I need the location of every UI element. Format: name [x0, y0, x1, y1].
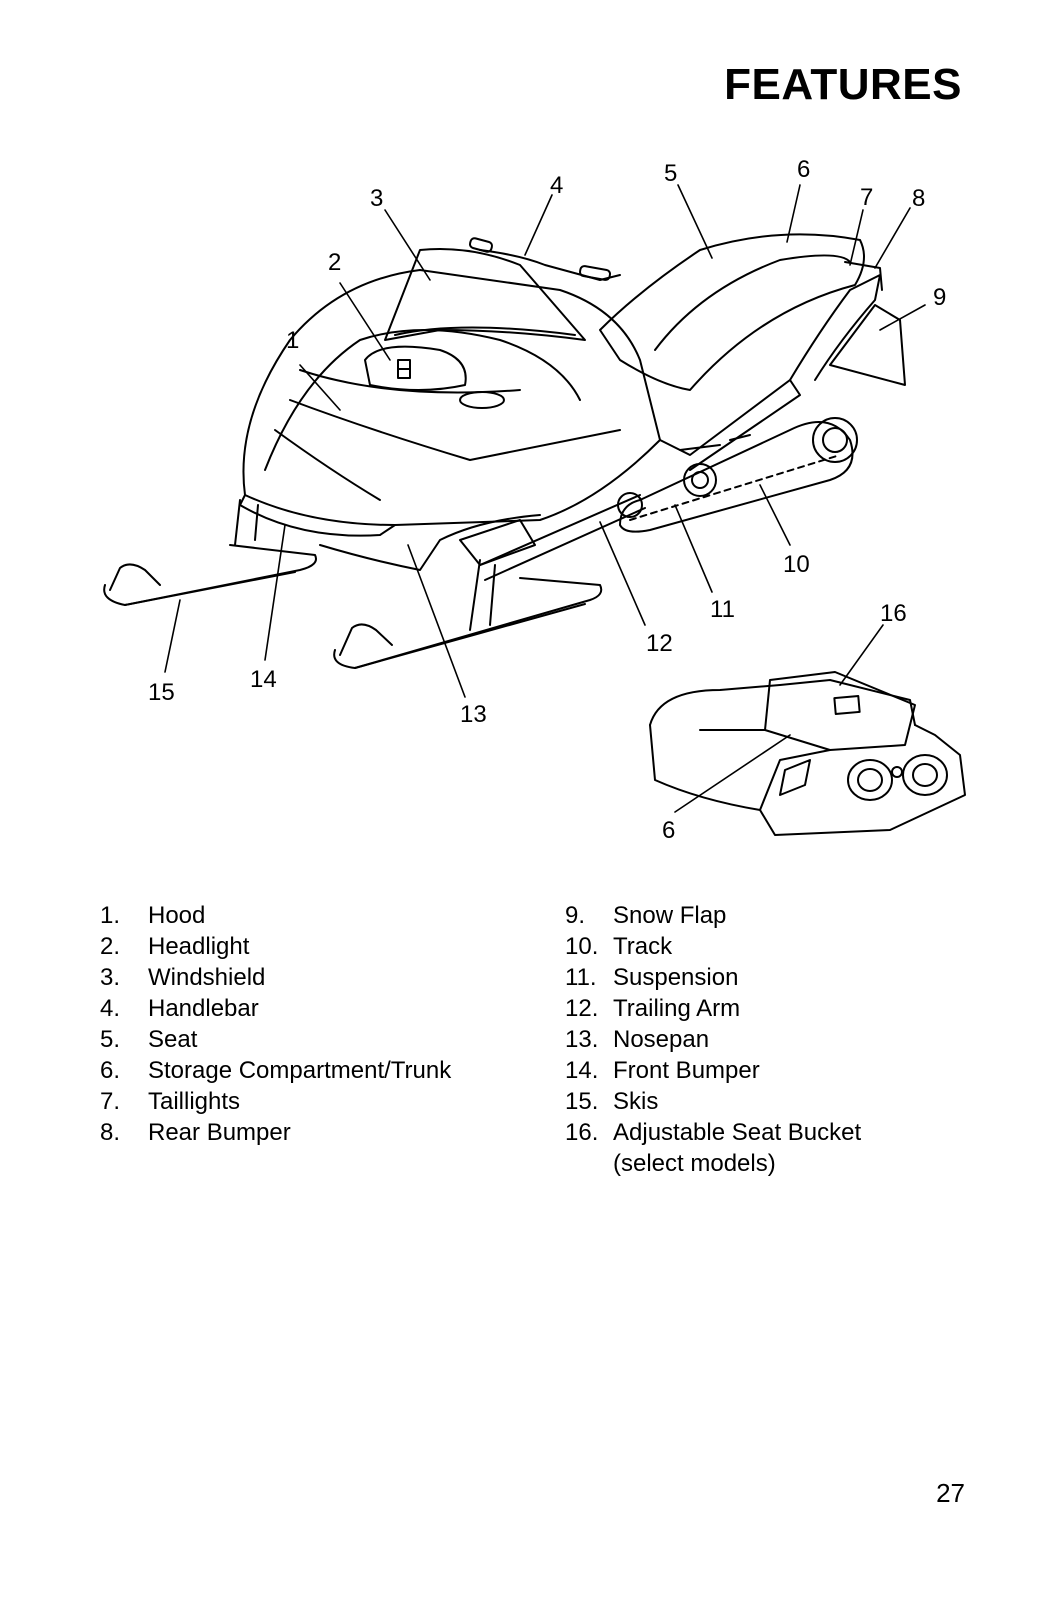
callout-13: 13	[460, 701, 487, 728]
callout-1: 1	[286, 327, 299, 354]
callout-15: 15	[148, 679, 175, 706]
callout-14: 14	[250, 666, 277, 693]
snowmobile-illustration: 1 2 3 4 5 6 7 8 9 10 11 12 13 14 15 16 6	[103, 156, 966, 844]
list-item: 4.Handlebar	[100, 995, 259, 1022]
list-item: 8.Rear Bumper	[100, 1119, 291, 1146]
parts-list-left: 1.Hood 2.Headlight 3.Windshield 4.Handle…	[100, 900, 540, 1148]
callout-2: 2	[328, 249, 341, 276]
page-number: 27	[936, 1478, 965, 1508]
snowmobile-drawing	[103, 233, 906, 669]
list-item: 11.Suspension	[565, 964, 739, 991]
callout-7: 7	[860, 184, 873, 211]
list-item: 14.Front Bumper	[565, 1057, 760, 1084]
list-item: 9.Snow Flap	[565, 902, 727, 929]
list-item: 3.Windshield	[100, 964, 266, 991]
list-item: 15.Skis	[565, 1088, 659, 1115]
list-item: 5.Seat	[100, 1026, 198, 1053]
list-item: 12.Trailing Arm	[565, 995, 741, 1022]
callout-8: 8	[912, 185, 925, 212]
callout-10: 10	[783, 551, 810, 578]
callout-5: 5	[664, 160, 677, 187]
callout-9: 9	[933, 284, 946, 311]
callout-6-inset: 6	[662, 817, 675, 844]
callout-12: 12	[646, 630, 673, 657]
callout-3: 3	[370, 185, 383, 212]
callout-6: 6	[797, 156, 810, 183]
callout-11: 11	[710, 596, 735, 623]
list-item: 10.Track	[565, 933, 673, 960]
callout-4: 4	[550, 172, 563, 199]
parts-list-right: 9.Snow Flap 10.Track 11.Suspension 12.Tr…	[565, 900, 985, 1179]
list-item: 6.Storage Compartment/Trunk	[100, 1057, 452, 1084]
list-item: 7.Taillights	[100, 1088, 241, 1115]
page-title: FEATURES	[724, 60, 962, 109]
leader-lines	[164, 184, 926, 813]
callout-labels: 1 2 3 4 5 6 7 8 9 10 11 12 13 14 15 16 6	[148, 156, 946, 844]
list-item: 13.Nosepan	[565, 1026, 710, 1053]
list-item: 1.Hood	[100, 902, 206, 929]
callout-16: 16	[880, 600, 907, 627]
list-item: 16.Adjustable Seat Bucket (select models…	[565, 1119, 862, 1177]
seat-bucket-inset-drawing	[649, 671, 966, 836]
list-item: 2.Headlight	[100, 933, 250, 960]
